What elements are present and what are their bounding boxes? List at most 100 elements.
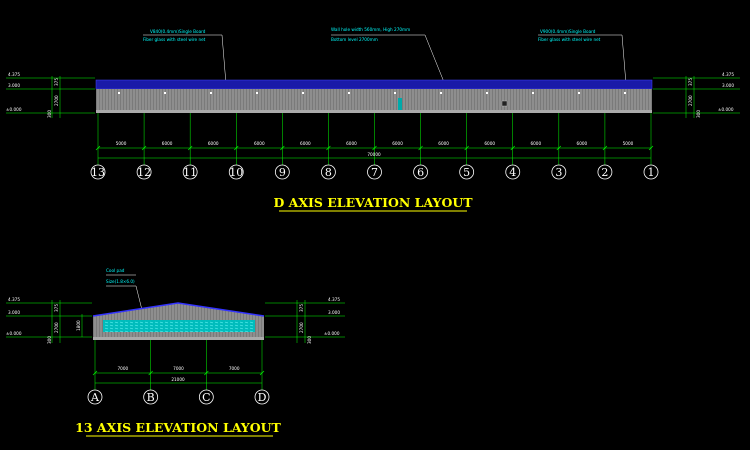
cool-pad-texture [104, 321, 254, 333]
wave [209, 327, 214, 330]
tick [372, 145, 377, 151]
wave [134, 330, 139, 333]
level-label: 4.375 [8, 72, 20, 77]
levels-right: 4.375 3.000 ±0.000 375 2700 300 [265, 297, 345, 344]
wave [114, 321, 119, 324]
wave [119, 327, 124, 330]
wave [209, 330, 214, 333]
axis-circle [182, 164, 198, 180]
levels-left: 4.375 3.000 ±0.000 375 2700 300 [6, 72, 95, 118]
vent-mark [348, 92, 350, 94]
tick [204, 370, 209, 376]
vent-mark [118, 92, 120, 94]
wave [139, 324, 144, 327]
wave [169, 327, 174, 330]
wave [104, 330, 109, 333]
leader [221, 34, 227, 85]
level-label: 3.000 [328, 310, 340, 315]
tick [602, 145, 608, 151]
wave [169, 330, 174, 333]
axis-circle [367, 164, 382, 180]
axis-label: 9 [279, 166, 286, 179]
wave [124, 330, 129, 333]
wave [219, 327, 224, 330]
span-dim: 6000 [484, 141, 495, 146]
wave [194, 324, 199, 327]
note-left-1: V840(0.4mm)Single Board [150, 29, 206, 34]
wave [229, 324, 234, 327]
axis-label: C [202, 391, 210, 404]
wave [219, 321, 224, 324]
wave [174, 330, 179, 333]
wave [214, 327, 219, 330]
wave [184, 321, 189, 324]
span-dim: 7000 [117, 366, 128, 371]
wave [244, 324, 249, 327]
wave [129, 324, 134, 327]
wave [134, 321, 139, 324]
span-dim: 6000 [530, 141, 541, 146]
wave [214, 324, 219, 327]
axis-label: 11 [183, 166, 197, 179]
wave [234, 330, 239, 333]
wave [219, 330, 224, 333]
span-dim: 5000 [116, 141, 127, 146]
axis-label: 8 [325, 166, 332, 179]
axis-circle [228, 164, 244, 180]
wave [159, 321, 164, 324]
wave [104, 324, 109, 327]
note-mid-1: Wall hole width 560mm, High 270mm [331, 27, 410, 32]
wave [124, 324, 129, 327]
wave [154, 321, 159, 324]
roof-panel [95, 79, 653, 90]
wave [104, 327, 109, 330]
span-dim: 6000 [346, 141, 357, 146]
wave [184, 324, 189, 327]
level-label: ±0.000 [6, 107, 22, 112]
wave [179, 324, 184, 327]
wave [244, 330, 249, 333]
wave [204, 321, 209, 324]
wave [204, 330, 209, 333]
axis-circle [505, 164, 521, 180]
levels-right: 4.375 3.000 ±0.000 375 2700 300 [653, 72, 740, 118]
wave [224, 327, 229, 330]
vdim: 300 [696, 110, 701, 118]
note-mid-2: Bottom level 2700mm [331, 37, 378, 42]
wave [109, 330, 114, 333]
wave [214, 321, 219, 324]
wave [154, 327, 159, 330]
wave [204, 324, 209, 327]
wave [139, 327, 144, 330]
tick [326, 145, 331, 151]
levels-left: 4.375 3.000 ±0.000 375 2700 300 1800 [6, 297, 92, 344]
wave [124, 327, 129, 330]
wave [239, 327, 244, 330]
wave [179, 321, 184, 324]
note-coolpad-2: Size(1.8×6.0) [106, 279, 135, 284]
wave [154, 330, 159, 333]
axis-label: 4 [509, 166, 516, 179]
wave [244, 321, 249, 324]
wave [119, 321, 124, 324]
cool-pad [103, 320, 255, 332]
wall-hole [501, 100, 508, 107]
wave [114, 324, 119, 327]
wave [164, 330, 169, 333]
axis-circle [274, 164, 290, 180]
wave [149, 324, 154, 327]
wave [214, 330, 219, 333]
wave [249, 330, 254, 333]
vdim: 300 [47, 110, 52, 118]
tick [141, 145, 147, 151]
wave [244, 327, 249, 330]
axis-label: 2 [601, 166, 608, 179]
axis-13-elevation: Cool pad Size(1.8×6.0) 4.375 3.000 ±0.00… [6, 268, 345, 437]
note-left-2: Fiber glass with steel wire net [143, 37, 206, 42]
wave [159, 327, 164, 330]
wave [249, 321, 254, 324]
vent-marks [118, 92, 626, 94]
wave [224, 324, 229, 327]
